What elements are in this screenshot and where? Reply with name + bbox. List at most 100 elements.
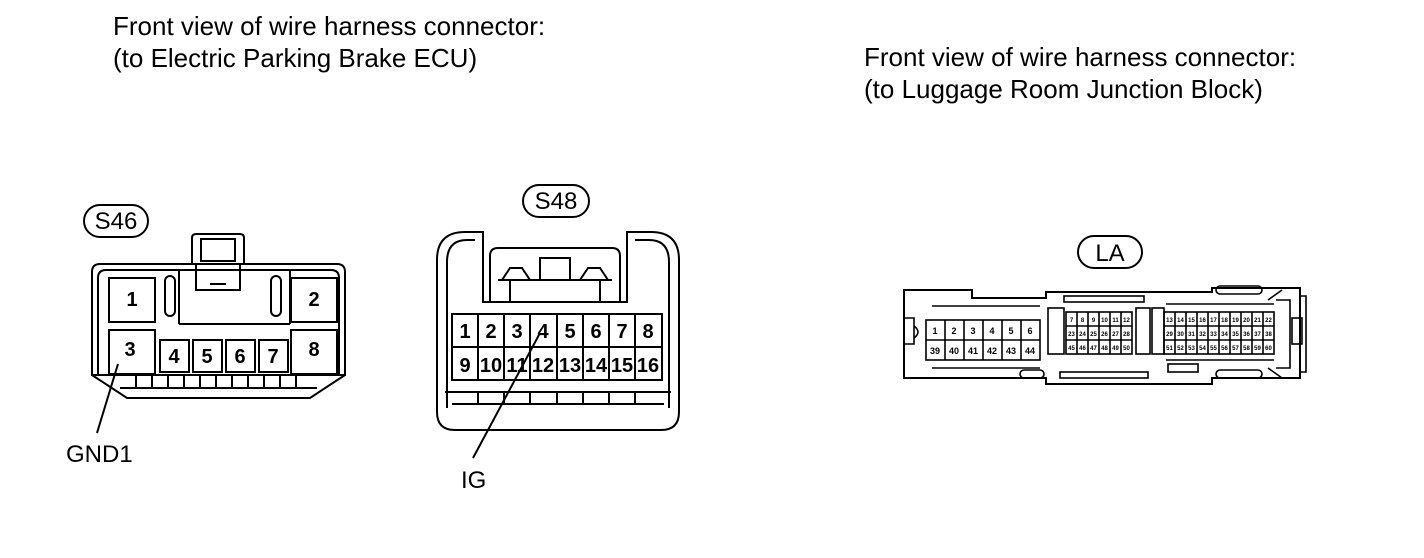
la-bottom-tab	[1019, 369, 1045, 379]
s48-pin-11: 11	[506, 355, 527, 377]
la-bottom-rail	[1059, 371, 1149, 379]
la-pin-42: 42	[987, 346, 997, 356]
s48-tag: S48	[535, 188, 578, 215]
s46-cell-4	[159, 339, 190, 373]
la-pin-4: 4	[989, 326, 994, 336]
la-pin-35: 35	[1232, 332, 1239, 338]
la-left-clip	[904, 317, 915, 345]
la-bottom-rail-right	[1215, 369, 1263, 379]
la-tag: LA	[1095, 240, 1124, 267]
connector-s46: S46	[66, 204, 346, 468]
s48-pin-5: 5	[564, 321, 575, 343]
la-pin-1: 1	[932, 326, 937, 336]
la-pin-19: 19	[1232, 318, 1239, 324]
s48-pin-2: 2	[485, 321, 496, 343]
la-tag-oval	[1077, 235, 1143, 269]
la-pin-15: 15	[1188, 318, 1195, 324]
la-pin-25: 25	[1090, 332, 1097, 338]
la-pin-53: 53	[1188, 346, 1195, 352]
s48-pin-14: 14	[585, 355, 608, 377]
la-pin-56: 56	[1221, 346, 1228, 352]
connector-s48: S48	[436, 184, 680, 494]
s48-pin-13: 13	[559, 355, 581, 377]
la-pin-58: 58	[1243, 346, 1250, 352]
s48-tag-oval	[522, 184, 590, 218]
la-pin-23: 23	[1068, 332, 1075, 338]
caption-junction-block: Front view of wire harness connector: (t…	[864, 41, 1296, 105]
la-pin-14: 14	[1177, 318, 1184, 324]
la-mid-side-right	[1135, 307, 1151, 355]
la-right-end-diag-bottom	[1267, 367, 1283, 379]
la-pin-29: 29	[1166, 332, 1173, 338]
la-pin-10: 10	[1101, 318, 1108, 324]
s46-pin-8: 8	[308, 339, 319, 361]
caption-jb-line2: (to Luggage Room Junction Block)	[864, 74, 1263, 104]
la-bottom-key	[1167, 363, 1199, 373]
s48-pin-4: 4	[537, 321, 549, 343]
la-pin-33: 33	[1210, 332, 1217, 338]
la-left-columns	[944, 320, 1022, 360]
s46-body-inner	[97, 269, 340, 375]
la-pin-31: 31	[1188, 332, 1195, 338]
s48-body-inner-right	[635, 239, 670, 408]
caption-ecu-line1: Front view of wire harness connector:	[113, 11, 546, 41]
la-right-clip	[1291, 317, 1303, 345]
caption-jb-line1: Front view of wire harness connector:	[864, 42, 1297, 72]
s48-ribs	[477, 392, 636, 404]
la-pin-5: 5	[1008, 326, 1013, 336]
la-pin-13: 13	[1166, 318, 1173, 324]
s48-grid-columns	[477, 314, 636, 380]
la-mid-side-left	[1047, 307, 1065, 355]
la-body	[903, 287, 1301, 385]
s48-latch-left	[501, 267, 531, 281]
la-pin-60: 60	[1265, 346, 1272, 352]
la-right-columns	[1174, 312, 1264, 354]
s46-pin-2: 2	[308, 289, 319, 311]
la-right-end-frame	[1276, 299, 1291, 369]
s46-cell-7	[258, 339, 289, 373]
s48-pin-16: 16	[637, 355, 659, 377]
la-pin-37: 37	[1254, 332, 1261, 338]
la-pin-50: 50	[1123, 346, 1130, 352]
s48-pin-6: 6	[590, 321, 601, 343]
la-mid-columns	[1076, 312, 1122, 354]
la-right-edge	[1300, 295, 1307, 373]
la-pin-36: 36	[1243, 332, 1250, 338]
s46-cell-5	[192, 339, 223, 373]
s46-cell-8	[290, 329, 338, 375]
la-top-rail-mid	[1063, 295, 1145, 303]
la-pin-43: 43	[1006, 346, 1016, 356]
la-pin-55: 55	[1210, 346, 1217, 352]
s48-latch-tab	[539, 257, 571, 281]
la-pin-8: 8	[1081, 318, 1085, 324]
la-pin-7: 7	[1070, 318, 1074, 324]
la-pin-32: 32	[1199, 332, 1206, 338]
connector-la: LA	[903, 235, 1307, 385]
s46-ribs	[135, 375, 297, 388]
la-pin-39: 39	[930, 346, 940, 356]
s46-cell-3	[108, 329, 156, 375]
la-pin-20: 20	[1243, 318, 1250, 324]
la-pin-9: 9	[1092, 318, 1096, 324]
s46-pin-4: 4	[168, 346, 180, 368]
la-pin-40: 40	[949, 346, 959, 356]
la-pin-57: 57	[1232, 346, 1239, 352]
la-pin-11: 11	[1112, 318, 1119, 324]
la-pin-59: 59	[1254, 346, 1261, 352]
la-pin-6: 6	[1027, 326, 1032, 336]
s46-cell-1	[108, 277, 156, 323]
la-pin-38: 38	[1265, 332, 1272, 338]
s46-pin-5: 5	[201, 346, 212, 368]
la-pin-16: 16	[1199, 318, 1206, 324]
s48-pin-15: 15	[611, 355, 633, 377]
s48-body	[436, 231, 680, 431]
s46-cell-2	[290, 277, 338, 323]
s48-pin-12: 12	[532, 355, 554, 377]
s48-callout-label: IG	[461, 467, 486, 494]
la-pin-49: 49	[1112, 346, 1119, 352]
s48-pin-9: 9	[459, 355, 470, 377]
s46-pin-3: 3	[124, 339, 135, 361]
la-right-end-diag-top	[1267, 289, 1283, 301]
